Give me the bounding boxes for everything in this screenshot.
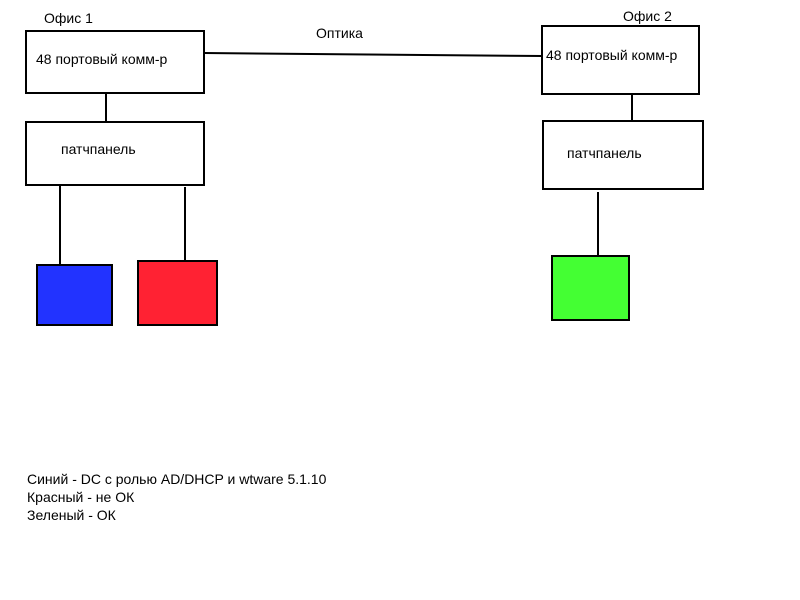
office2-patchpanel-label: патчпанель [567, 145, 642, 161]
legend-red: Красный - не ОК [27, 489, 135, 505]
office1-device-blue [36, 264, 113, 326]
office2-device-green [551, 255, 630, 321]
office2-title: Офис 2 [623, 8, 672, 24]
optic-link-label: Оптика [316, 25, 363, 41]
office1-patchpanel-label: патчпанель [61, 141, 136, 157]
office2-patchpanel-box [542, 120, 704, 190]
legend-blue: Синий - DC с ролью AD/DHCP и wtware 5.1.… [27, 471, 327, 487]
office1-switch-box [25, 30, 205, 94]
optic-link-line [203, 52, 543, 57]
office2-switch-box [541, 25, 700, 95]
office1-title: Офис 1 [44, 10, 93, 26]
office1-patchpanel-box [25, 121, 205, 186]
legend: Синий - DC с ролью AD/DHCP и wtware 5.1.… [27, 470, 326, 524]
office2-switch-label: 48 портовый комм-р [546, 47, 678, 63]
office1-device-red [137, 260, 218, 326]
office1-switch-label: 48 портовый комм-р [36, 51, 168, 67]
legend-green: Зеленый - ОК [27, 507, 116, 523]
